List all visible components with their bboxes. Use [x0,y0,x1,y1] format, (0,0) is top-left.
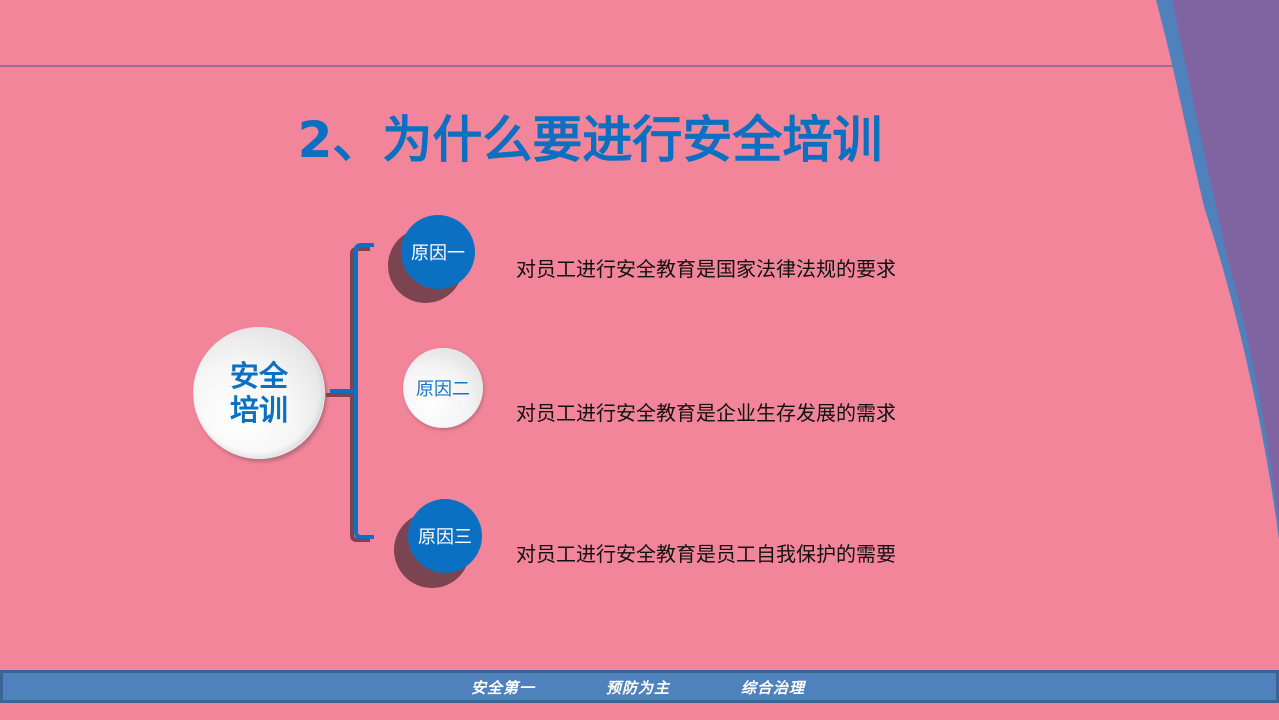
reason-3-label: 原因三 [418,527,472,548]
footer-slogan-2: 预防为主 [606,679,671,697]
reason-1-text: 对员工进行安全教育是国家法律法规的要求 [516,257,896,281]
reason-1-badge: 原因一 [401,215,475,289]
reason-3-text: 对员工进行安全教育是员工自我保护的需要 [516,542,896,566]
footer-slogan-1: 安全第一 [471,679,536,697]
bracket-shadow [326,247,370,542]
bracket-connector [330,243,374,539]
reason-2-text: 对员工进行安全教育是企业生存发展的需求 [516,401,896,425]
footer-slogan-3: 综合治理 [741,679,806,697]
center-topic-line2: 培训 [229,393,288,427]
reason-2-badge: 原因二 [403,348,483,428]
center-topic-line1: 安全 [229,359,288,393]
corner-purple-shape [1172,0,1279,525]
center-topic-circle: 安全 培训 [193,327,325,459]
reason-2-label: 原因二 [416,379,470,400]
center-topic-label: 安全 培训 [224,359,294,427]
reason-3-badge: 原因三 [408,499,482,573]
slide-title: 2、为什么要进行安全培训 [297,111,883,169]
reason-1-label: 原因一 [411,243,465,264]
footer-bar: 安全第一 预防为主 综合治理 [0,670,1279,703]
